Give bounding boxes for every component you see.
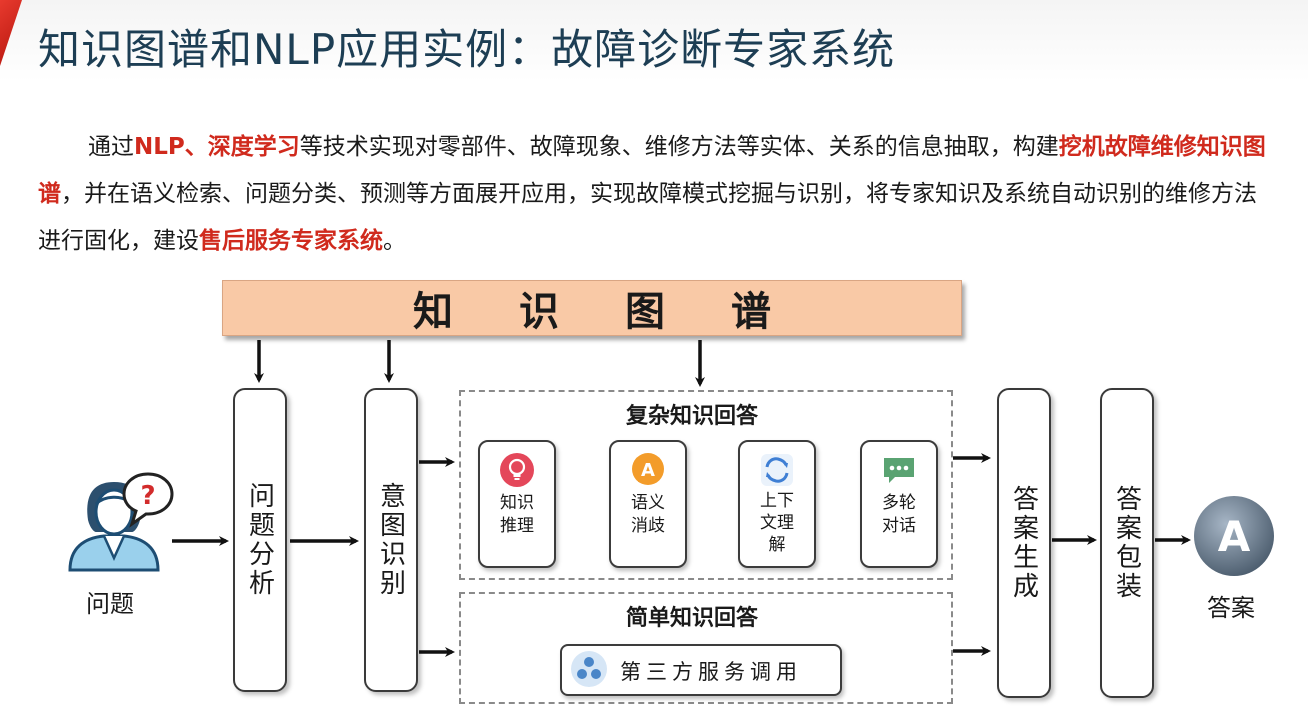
- title-band: [0, 0, 1308, 82]
- para-text-4: 。: [383, 228, 406, 254]
- answer-generation-box: 答案生成: [997, 388, 1051, 698]
- simple-answer-region: [459, 592, 953, 704]
- slide-title: 知识图谱和NLP应用实例：故障诊断专家系统: [38, 25, 896, 74]
- intro-paragraph: 通过NLP、深度学习等技术实现对零部件、故障现象、维修方法等实体、关系的信息抽取…: [38, 124, 1268, 265]
- third-party-service-box: 第三方服务调用: [560, 644, 842, 696]
- card-multi-turn-dialogue: 多轮 对话: [860, 440, 938, 568]
- complex-answer-region: [459, 390, 953, 580]
- chat-bubble-icon: [884, 458, 914, 483]
- card-context-understanding: 上下 文理 解: [738, 440, 816, 568]
- card-knowledge-reasoning: 知识 推理: [478, 440, 556, 568]
- para-text-3: ，并在语义检索、问题分类、预测等方面展开应用，实现故障模式挖掘与识别，将专家知识…: [38, 181, 1257, 254]
- card-label: 上下 文理 解: [760, 491, 794, 555]
- answer-letter: A: [1218, 512, 1251, 561]
- answer-a-icon: A: [1194, 496, 1274, 576]
- para-text-2: 等技术实现对零部件、故障现象、维修方法等实体、关系的信息抽取，构建: [299, 134, 1059, 160]
- para-highlight-1: NLP、深度学习: [134, 134, 300, 160]
- knowledge-graph-bar: 知识图谱: [222, 280, 962, 336]
- card-label: 语义 消歧: [631, 493, 665, 536]
- card-semantic-disambiguation: A 语义 消歧: [609, 440, 687, 568]
- para-text-1: 通过: [88, 134, 134, 160]
- question-bubble-icon: ?: [122, 472, 174, 528]
- refresh-icon: [761, 454, 793, 486]
- svg-text:A: A: [641, 460, 655, 481]
- pack-label: 答案包装: [1111, 485, 1142, 601]
- analysis-label: 问题分析: [244, 482, 275, 598]
- card-label: 多轮 对话: [882, 493, 916, 536]
- question-label: 问题: [86, 590, 134, 618]
- para-highlight-3: 售后服务专家系统: [199, 228, 383, 254]
- letter-a-chat-icon: A: [632, 453, 664, 485]
- para-highlight-2: 挖机故障维修知识图谱: [38, 134, 1266, 207]
- analysis-box: 问题分析: [233, 388, 287, 692]
- service-label: 第三方服务调用: [620, 660, 802, 684]
- simple-answer-title: 简单知识回答: [626, 606, 759, 631]
- share-icon: [571, 651, 607, 687]
- answer-label: 答案: [1207, 594, 1255, 622]
- complex-answer-title: 复杂知识回答: [626, 404, 759, 429]
- gen-label: 答案生成: [1008, 485, 1039, 601]
- person-icon: [68, 482, 160, 572]
- question-mark: ?: [140, 481, 155, 511]
- intent-box: 意图识别: [364, 388, 418, 692]
- answer-packaging-box: 答案包装: [1100, 388, 1154, 698]
- card-label: 知识 推理: [500, 493, 534, 536]
- intent-label: 意图识别: [375, 482, 406, 598]
- lightbulb-icon: [500, 453, 534, 487]
